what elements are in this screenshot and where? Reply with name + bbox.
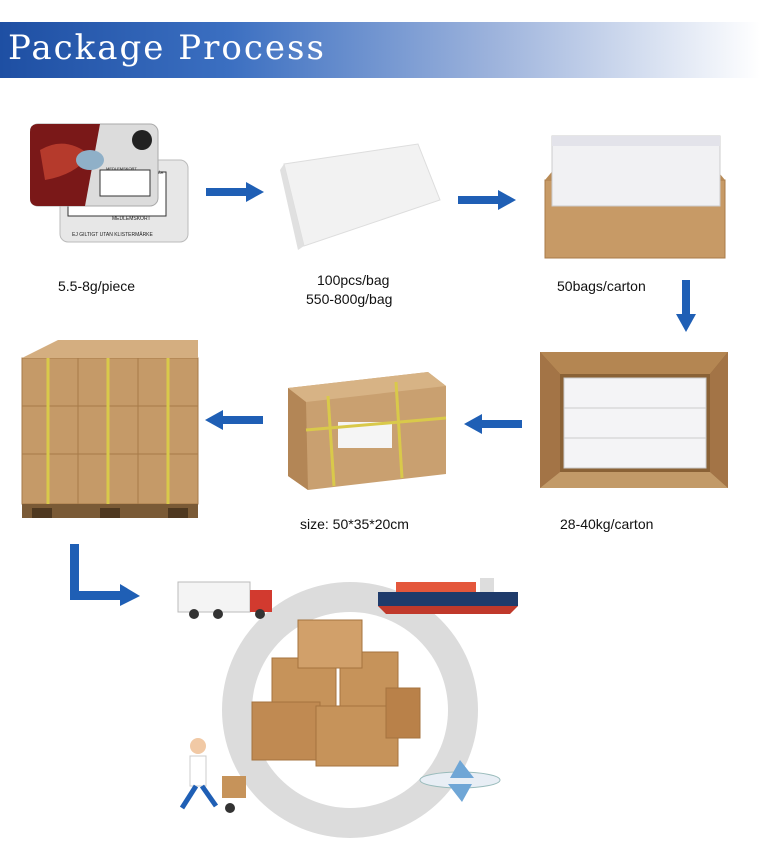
arrow-left-icon: [205, 410, 265, 430]
header-banner: Package Process: [0, 22, 760, 78]
card-back-text: MEDLEMSKORT: [112, 216, 151, 222]
step-1-label: 5.5-8g/piece: [58, 278, 136, 294]
step-2-label-line2: 550-800g/bag: [306, 291, 393, 307]
card-stack-image: MEDLEMSKORT EJ GILTIGT UTAN KLISTERMÄRKE…: [30, 120, 190, 245]
card-bag-image: [278, 140, 448, 250]
arrow-down-icon: [676, 280, 696, 332]
step-2-label-line1: 100pcs/bag: [317, 272, 390, 288]
page-title: Package Process: [8, 28, 326, 68]
arrow-right-icon: [458, 190, 518, 210]
carton-with-bags-image: [540, 130, 730, 260]
card-front-text: MEDLEMSKORT: [106, 166, 137, 171]
step-5-label: size: 50*35*20cm: [300, 516, 409, 532]
pallet-image: [18, 336, 202, 522]
card-back-note: EJ GILTIGT UTAN KLISTERMÄRKE: [72, 232, 153, 238]
arrow-left-icon: [464, 414, 524, 434]
card-front-tag: ÅR: [158, 170, 164, 175]
step-3-label: 50bags/carton: [557, 278, 646, 294]
wrapped-carton-image: [278, 368, 450, 492]
shipping-illustration: [160, 570, 540, 842]
step-4-label: 28-40kg/carton: [560, 516, 654, 532]
arrow-right-icon: [206, 182, 266, 202]
open-carton-image: [540, 352, 730, 490]
arrow-turn-right-icon: [68, 544, 144, 606]
